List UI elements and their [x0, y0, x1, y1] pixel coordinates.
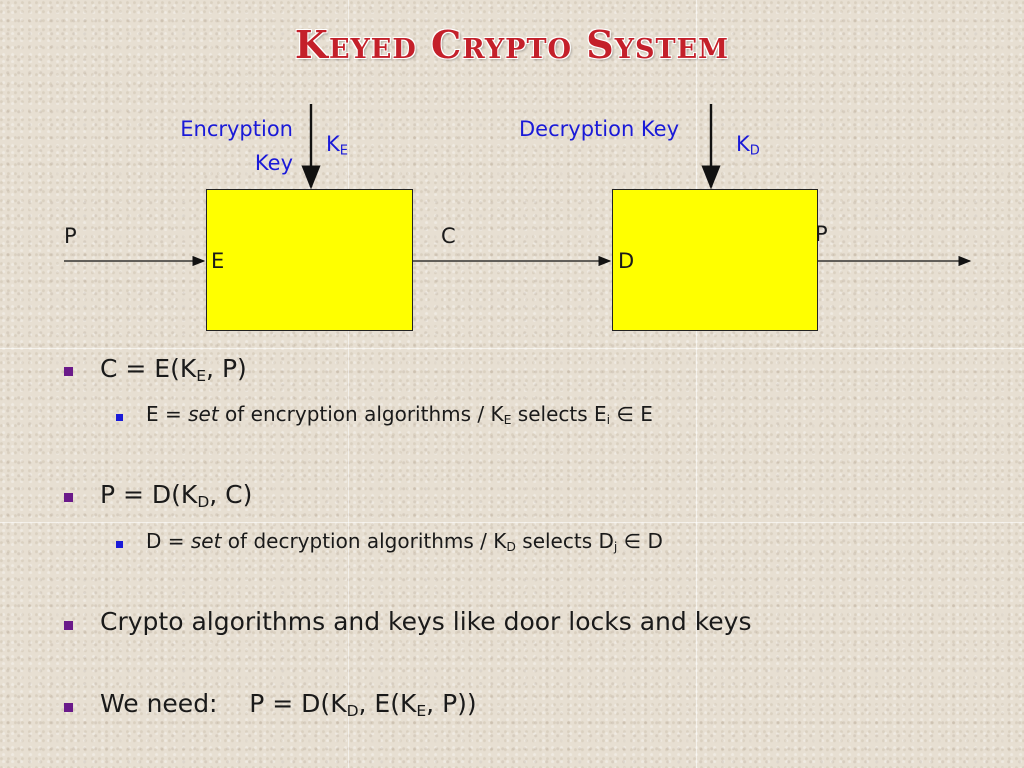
encryption-key-label-line2: Key: [254, 151, 293, 175]
background-gridline: [348, 0, 349, 768]
decryption-function-label: D: [618, 249, 635, 273]
bullet-marker: [64, 621, 73, 630]
sub-bullet-encryption-set: E = set of encryption algorithms / KE se…: [146, 402, 653, 428]
encryption-key-label: Encryption Key: [150, 112, 293, 180]
bullet-analogy: Crypto algorithms and keys like door loc…: [100, 607, 752, 636]
kd-label: KD: [736, 132, 760, 159]
ke-label: KE: [326, 132, 349, 159]
background-gridline: [0, 522, 1024, 523]
bullet-marker: [64, 493, 73, 502]
bullet-marker: [64, 703, 73, 712]
sub-bullet-marker: [116, 414, 123, 421]
encryption-box: [206, 189, 413, 331]
sub-bullet-marker: [116, 541, 123, 548]
slide-title: Keyed Crypto System: [294, 22, 730, 67]
decryption-box: [612, 189, 818, 331]
bullet-decryption-formula: P = D(KD, C): [100, 480, 253, 511]
encryption-key-label-line1: Encryption: [180, 117, 293, 141]
plaintext-output-label: P: [815, 222, 828, 246]
bullet-encryption-formula: C = E(KE, P): [100, 354, 247, 385]
background-gridline: [0, 348, 1024, 349]
decryption-key-label: Decryption Key: [519, 117, 680, 141]
ciphertext-label: C: [441, 224, 456, 248]
sub-bullet-decryption-set: D = set of decryption algorithms / KD se…: [146, 529, 663, 555]
plaintext-input-label: P: [64, 224, 77, 248]
background-gridline: [696, 0, 697, 768]
encryption-function-label: E: [211, 249, 225, 273]
bullet-requirement: We need: P = D(KD, E(KE, P)): [100, 689, 477, 720]
bullet-marker: [64, 367, 73, 376]
